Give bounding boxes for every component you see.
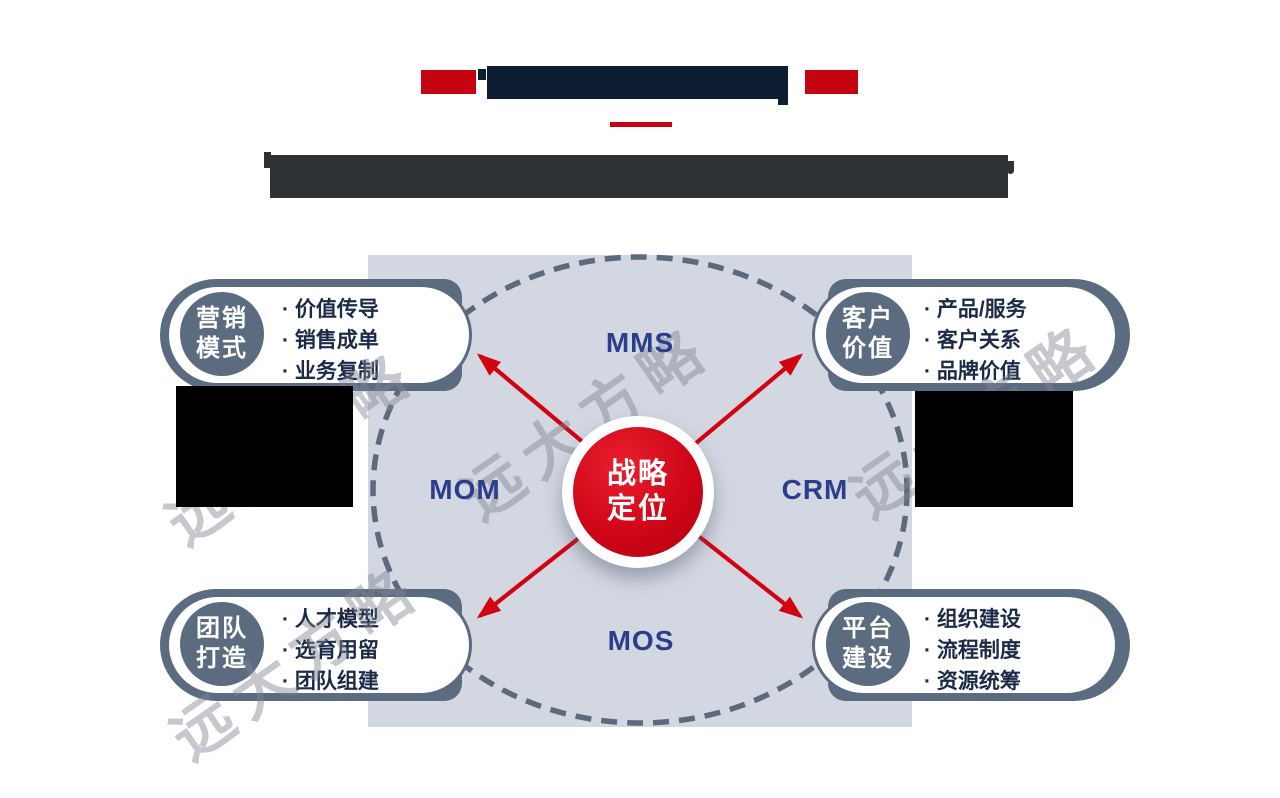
list-item: · 客户关系 <box>924 329 1021 352</box>
subtitle-text-fragment <box>264 152 271 168</box>
card-customer-value: 客户 价值 · 产品/服务 · 客户关系 · 品牌价值 <box>812 278 1130 392</box>
quadrant-label-mms: MMS <box>605 327 675 358</box>
card-item-list: · 产品/服务 · 客户关系 · 品牌价值 <box>924 294 1027 387</box>
card-badge-platform-construction: 平台 建设 <box>826 602 910 686</box>
badge-label-line2: 建设 <box>842 645 894 672</box>
badge-label-line1: 客户 <box>842 305 894 332</box>
quadrant-label-mos: MOS <box>607 625 675 656</box>
badge-label-line2: 模式 <box>196 335 248 362</box>
list-item: · 品牌价值 <box>924 360 1021 383</box>
list-item: · 业务复制 <box>282 360 379 383</box>
quadrant-label-mom: MOM <box>429 474 501 505</box>
card-badge-team-building: 团队 打造 <box>180 602 264 686</box>
card-badge-marketing-model: 营销 模式 <box>180 292 264 376</box>
badge-label-line2: 打造 <box>196 645 248 672</box>
card-team-building: 团队 打造 · 人才模型 · 选育用留 · 团队组建 <box>160 588 478 702</box>
list-item: · 选育用留 <box>282 639 379 662</box>
list-item: · 价值传导 <box>282 298 379 321</box>
strategy-hub-circle: 战略 定位 <box>562 416 714 568</box>
list-item: · 销售成单 <box>282 329 379 352</box>
hub-label-line2: 定位 <box>606 493 669 525</box>
quadrant-label-crm: CRM <box>781 474 849 505</box>
list-item: · 团队组建 <box>282 670 379 693</box>
badge-label-line1: 平台 <box>842 615 894 642</box>
title-redaction-bar <box>487 66 788 99</box>
hub-label-line1: 战略 <box>606 458 669 491</box>
badge-label-line1: 营销 <box>196 305 248 332</box>
list-item: · 人才模型 <box>282 608 379 631</box>
title-text-fragment <box>778 97 788 105</box>
subtitle-redaction-bar <box>270 155 1008 198</box>
dashed-ellipse <box>370 254 910 726</box>
title-underline <box>610 122 672 127</box>
title-accent-right <box>805 70 858 94</box>
strategy-hub-inner: 战略 定位 <box>573 427 703 557</box>
redaction-box-right <box>915 391 1073 507</box>
list-item: · 组织建设 <box>924 608 1021 631</box>
list-item: · 产品/服务 <box>924 298 1027 321</box>
list-item: · 资源统筹 <box>924 670 1021 693</box>
badge-label-line1: 团队 <box>196 615 248 642</box>
card-item-list: · 人才模型 · 选育用留 · 团队组建 <box>282 604 379 697</box>
list-item: · 流程制度 <box>924 639 1021 662</box>
card-badge-customer-value: 客户 价值 <box>826 292 910 376</box>
title-text-fragment <box>478 69 486 80</box>
subtitle-text-fragment <box>1007 161 1014 174</box>
card-item-list: · 组织建设 · 流程制度 · 资源统筹 <box>924 604 1021 697</box>
badge-label-line2: 价值 <box>842 335 894 362</box>
card-item-list: · 价值传导 · 销售成单 · 业务复制 <box>282 294 379 387</box>
title-accent-left <box>421 70 476 94</box>
card-marketing-model: 营销 模式 · 价值传导 · 销售成单 · 业务复制 <box>160 278 478 392</box>
card-platform-construction: 平台 建设 · 组织建设 · 流程制度 · 资源统筹 <box>812 588 1130 702</box>
redaction-box-left <box>176 386 353 507</box>
